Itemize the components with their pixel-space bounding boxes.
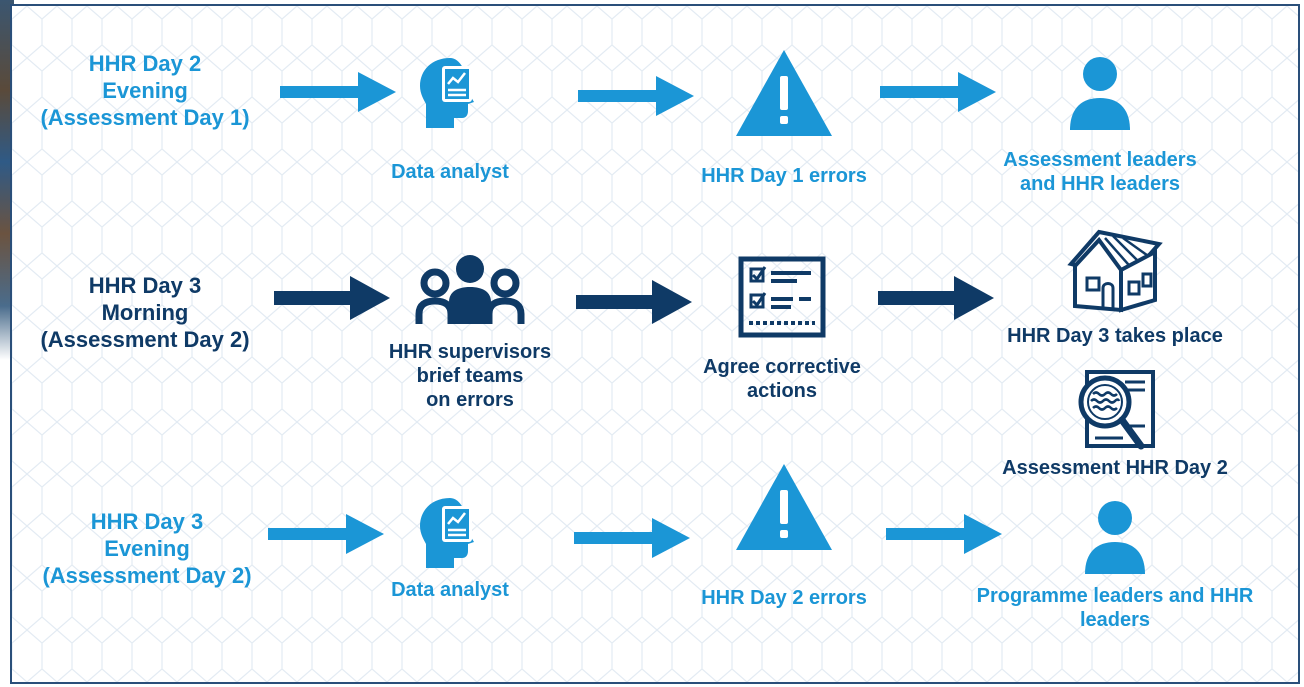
row1-step3-caption: Assessment leaders and HHR leaders bbox=[1003, 149, 1197, 195]
row1-arrow-3 bbox=[880, 72, 996, 112]
row3-step1-caption: Data analyst bbox=[391, 579, 509, 601]
row1-arrow-1 bbox=[280, 72, 396, 112]
row1-step-leaders: Assessment leaders and HHR leaders bbox=[970, 54, 1230, 196]
row3-step-errors: HHR Day 2 errors bbox=[684, 462, 884, 610]
row3-arrow-2 bbox=[574, 518, 690, 558]
row2-label-line1: HHR Day 3 bbox=[88, 273, 202, 298]
row2-arrow-2 bbox=[576, 280, 692, 324]
warning-icon bbox=[736, 50, 832, 136]
person-icon bbox=[1070, 57, 1130, 130]
row2-label-line2: Morning bbox=[101, 300, 189, 325]
row2-step-day3: HHR Day 3 takes place bbox=[980, 226, 1250, 348]
row1-step-errors: HHR Day 1 errors bbox=[684, 48, 884, 188]
data-analyst-icon bbox=[420, 58, 474, 128]
row2-label: HHR Day 3 Morning (Assessment Day 2) bbox=[14, 272, 276, 353]
checklist-icon bbox=[738, 256, 826, 338]
row1-label-line3: (Assessment Day 1) bbox=[40, 105, 250, 130]
row1-label-line1: HHR Day 2 bbox=[88, 51, 202, 76]
team-icon bbox=[415, 255, 525, 324]
row3-step2-caption: HHR Day 2 errors bbox=[701, 587, 867, 609]
row3-arrow-3 bbox=[886, 514, 1002, 554]
row2-step2-caption: Agree corrective actions bbox=[703, 356, 861, 402]
row3-label-line2: Evening bbox=[104, 536, 190, 561]
row2-step-supervisors: HHR supervisors brief teams on errors bbox=[380, 252, 560, 412]
magnifier-document-icon bbox=[1078, 370, 1155, 450]
row2-arrow-1 bbox=[274, 276, 390, 320]
row3-arrow-1 bbox=[268, 514, 384, 554]
row1-label-line2: Evening bbox=[102, 78, 188, 103]
warning-icon bbox=[736, 464, 832, 550]
row2-step-assessment: Assessment HHR Day 2 bbox=[970, 368, 1260, 480]
row2-arrow-3 bbox=[878, 276, 994, 320]
row3-label-line3: (Assessment Day 2) bbox=[42, 563, 252, 588]
row3-label: HHR Day 3 Evening (Assessment Day 2) bbox=[12, 508, 282, 589]
row1-label: HHR Day 2 Evening (Assessment Day 1) bbox=[14, 50, 276, 131]
row2-label-line3: (Assessment Day 2) bbox=[40, 327, 250, 352]
row3-step3-caption: Programme leaders and HHR leaders bbox=[976, 585, 1254, 631]
row2-step1-caption: HHR supervisors brief teams on errors bbox=[388, 341, 552, 411]
row1-step-data-analyst: Data analyst bbox=[370, 52, 530, 184]
data-analyst-icon bbox=[420, 498, 474, 568]
row1-arrow-2 bbox=[578, 76, 694, 116]
row2-step4-caption: Assessment HHR Day 2 bbox=[1002, 457, 1228, 479]
diagram-frame bbox=[10, 4, 1300, 684]
row3-step-data-analyst: Data analyst bbox=[370, 492, 530, 602]
row2-step3-caption: HHR Day 3 takes place bbox=[1007, 325, 1223, 347]
row1-step2-caption: HHR Day 1 errors bbox=[701, 165, 867, 187]
row2-step-corrective: Agree corrective actions bbox=[682, 255, 882, 403]
row3-step-leaders: Programme leaders and HHR leaders bbox=[950, 498, 1280, 632]
row1-step1-caption: Data analyst bbox=[391, 161, 509, 183]
person-icon bbox=[1085, 501, 1145, 574]
row3-label-line1: HHR Day 3 bbox=[90, 509, 204, 534]
house-icon bbox=[1067, 229, 1163, 313]
